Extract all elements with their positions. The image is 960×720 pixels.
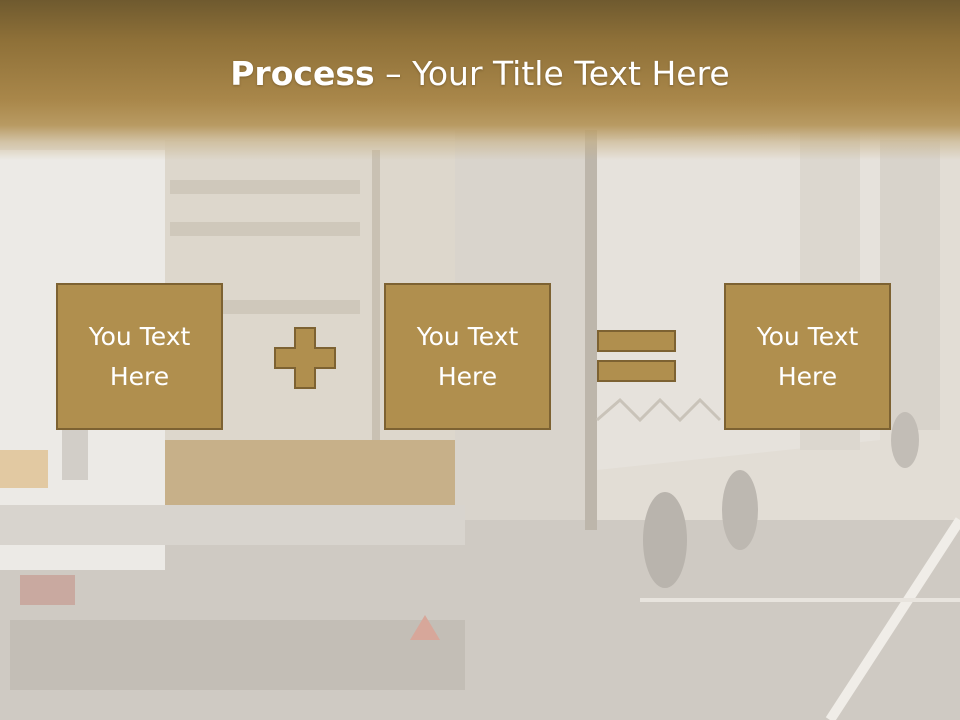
equals-icon (597, 330, 676, 382)
plus-icon (274, 327, 336, 389)
title-rest: Your Title Text Here (412, 54, 730, 93)
process-box-3[interactable]: You Text Here (724, 283, 891, 430)
title-band (0, 0, 960, 160)
title-bold: Process (230, 54, 375, 93)
slide-title: Process – Your Title Text Here (0, 52, 960, 96)
process-box-1[interactable]: You Text Here (56, 283, 223, 430)
process-box-2[interactable]: You Text Here (384, 283, 551, 430)
title-separator: – (374, 54, 413, 93)
